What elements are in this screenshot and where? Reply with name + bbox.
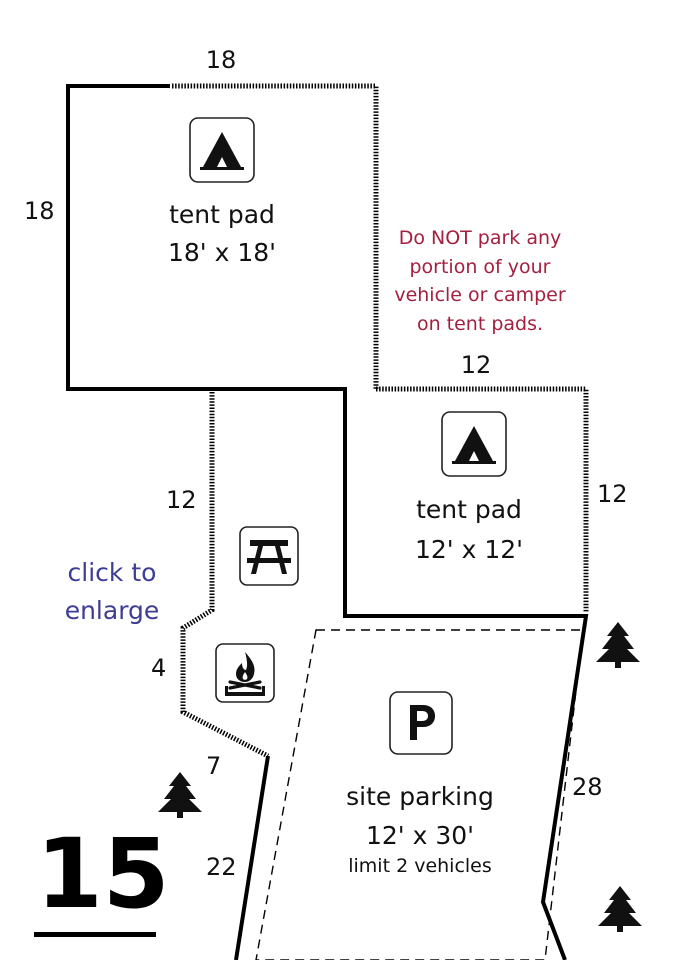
tree-icon bbox=[596, 622, 640, 668]
site-boundary-solid bbox=[66, 84, 589, 960]
large-pad-boundary bbox=[66, 84, 589, 960]
warning-line: portion of your bbox=[409, 255, 551, 278]
parking-size: 12' x 30' bbox=[365, 821, 475, 850]
click-to-enlarge-link[interactable]: click to enlarge bbox=[50, 554, 174, 630]
left-dotted-edge bbox=[180, 392, 270, 759]
tent-icon bbox=[441, 411, 507, 477]
parking-title: site parking bbox=[346, 782, 494, 811]
parking-limit: limit 2 vehicles bbox=[348, 855, 492, 877]
small-tent-pad-title: tent pad bbox=[416, 495, 522, 524]
dimension-left-notch: 4 bbox=[151, 654, 167, 682]
dimension-left-lower: 22 bbox=[206, 853, 237, 881]
no-parking-warning: Do NOT park any portion of your vehicle … bbox=[380, 224, 580, 338]
dimension-mid-top: 12 bbox=[460, 351, 492, 379]
large-tent-pad-title: tent pad bbox=[169, 200, 275, 229]
small-tent-pad-size: 12' x 12' bbox=[414, 535, 524, 564]
dimension-left-upper: 18 bbox=[24, 197, 55, 225]
dimension-top: 18 bbox=[205, 46, 237, 74]
site-number-underline bbox=[34, 932, 156, 937]
campfire-icon bbox=[215, 643, 275, 703]
warning-line: vehicle or camper bbox=[394, 284, 566, 306]
enlarge-link-line[interactable]: enlarge bbox=[64, 596, 160, 625]
dimension-right-mid: 12 bbox=[597, 480, 628, 508]
tent-icon bbox=[189, 117, 255, 183]
parking-icon bbox=[389, 691, 453, 755]
warning-line: Do NOT park any bbox=[398, 227, 562, 249]
warning-line: on tent pads. bbox=[416, 312, 544, 335]
dimension-left-diagonal: 7 bbox=[206, 752, 222, 780]
picnic-table-icon bbox=[239, 526, 299, 586]
left-lower-boundary bbox=[234, 755, 270, 960]
dimension-left-mid: 12 bbox=[166, 486, 197, 514]
enlarge-link-line[interactable]: click to bbox=[67, 558, 157, 587]
site-boundary-dotted bbox=[172, 83, 589, 759]
tree-icon bbox=[158, 772, 202, 818]
site-number: 15 bbox=[36, 818, 170, 930]
dimension-right-lower: 28 bbox=[572, 773, 603, 801]
tree-icon bbox=[598, 886, 642, 932]
large-tent-pad-size: 18' x 18' bbox=[167, 238, 277, 267]
